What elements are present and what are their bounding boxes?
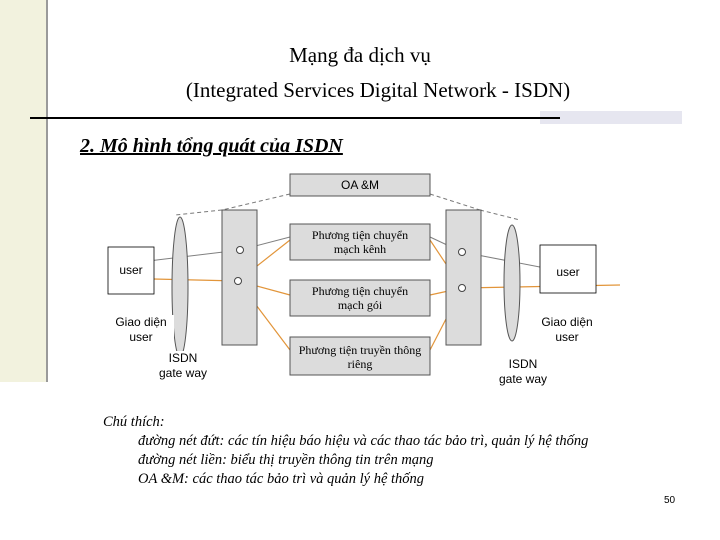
oam-box [289, 173, 431, 197]
dashed-line-oam-right [429, 193, 481, 211]
right-interface-ellipse [503, 224, 521, 342]
gateway-left-label: ISDN gate way [150, 351, 216, 381]
node-right-packet [458, 284, 466, 292]
node-right-circuit [458, 248, 466, 256]
legend-notes: Chú thích: đường nét đứt: các tín hiệu b… [103, 413, 588, 489]
circuit-switch-box [289, 223, 431, 261]
dedicated-label: Phương tiện truyền thông riêng [298, 343, 422, 371]
user-interface-left-label: Giao diện user [108, 315, 174, 345]
circuit-switch-label: Phương tiện chuyển mạch kênh [311, 228, 409, 256]
dashed-line-oam-left [221, 193, 291, 211]
user-left-label: user [119, 263, 143, 277]
note-dashed: đường nét đứt: các tín hiệu báo hiệu và … [138, 433, 589, 449]
right-gateway-box [445, 209, 482, 346]
header-accent-stripe [540, 111, 682, 124]
note-oam: OA &M: các thao tác bảo trì và quản lý h… [138, 471, 425, 487]
oam-label: OA &M [340, 178, 379, 192]
notes-heading: Chú thích: [103, 414, 165, 430]
left-interface-ellipse [171, 216, 189, 358]
packet-switch-box [289, 279, 431, 317]
left-accent-bar [0, 0, 48, 382]
user-interface-right-label: Giao diện user [534, 315, 600, 345]
dedicated-box [289, 336, 431, 376]
page-subtitle: (Integrated Services Digital Network - I… [185, 78, 571, 102]
node-left-circuit [236, 246, 244, 254]
packet-switch-label: Phương tiện chuyển mạch gói [311, 284, 409, 312]
dashed-line-right-ext [479, 209, 521, 221]
page-title: Mạng đa dịch vụ [289, 43, 431, 67]
dashed-line-left-ext [174, 209, 223, 216]
user-left-box [107, 246, 155, 295]
node-left-packet [234, 277, 242, 285]
note-solid: đường nét liền: biểu thị truyền thông ti… [138, 452, 434, 468]
section-title: 2. Mô hình tổng quát của ISDN [80, 135, 343, 157]
user-right-box [539, 244, 597, 294]
page-number: 50 [664, 495, 676, 506]
user-right-label: user [556, 265, 580, 279]
title-divider [30, 117, 560, 119]
gateway-right-label: ISDN gate way [490, 357, 556, 387]
